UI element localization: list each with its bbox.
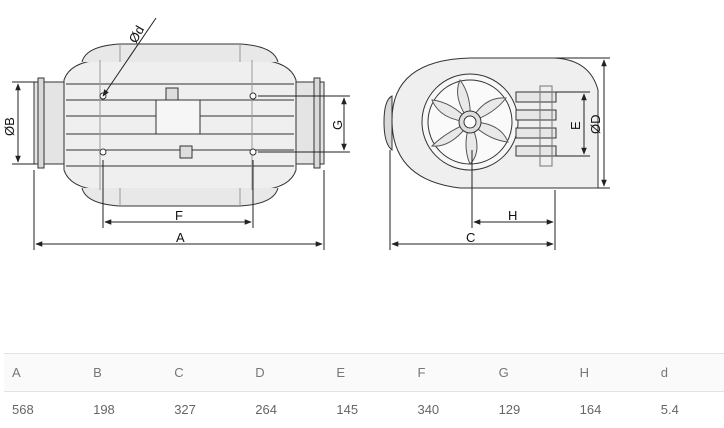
- side-view: [33, 43, 325, 207]
- table-row: 568 198 327 264 145 340 129 164 5.4: [4, 392, 724, 428]
- table-cell: 327: [174, 402, 196, 418]
- table-header: A: [12, 365, 21, 380]
- dimensions-table: A B C D E F G H d 568 198 327 264 145 34…: [4, 353, 724, 428]
- table-cell: 145: [336, 402, 359, 418]
- table-header: d: [660, 365, 668, 380]
- front-dimensions: [389, 57, 610, 250]
- label-H: H: [508, 208, 517, 223]
- label-E: E: [568, 121, 583, 130]
- table-header: G: [498, 365, 509, 380]
- table-cell: 340: [417, 402, 440, 418]
- label-F: F: [175, 208, 183, 223]
- table-header: D: [255, 365, 265, 380]
- table-cell: 198: [93, 402, 115, 418]
- table-cell: 5.4: [660, 402, 679, 418]
- table-cell: 568: [12, 402, 34, 418]
- fan-technical-drawing: Ød ØB G F A E ØD H C: [2, 17, 610, 250]
- table-header: H: [579, 365, 590, 380]
- side-dimensions: [12, 17, 350, 250]
- table-cell: 264: [255, 402, 277, 418]
- label-A: A: [176, 230, 185, 245]
- table-header: E: [336, 365, 346, 380]
- label-d: Ød: [126, 23, 148, 46]
- label-C: C: [466, 230, 475, 245]
- table-header: C: [174, 365, 184, 380]
- label-B: ØB: [2, 117, 17, 136]
- table-header-row: A B C D E F G H d: [4, 353, 724, 392]
- front-view: [383, 57, 599, 189]
- label-D: ØD: [588, 115, 603, 135]
- label-G: G: [330, 120, 345, 130]
- table-cell: 129: [498, 402, 521, 418]
- table-header: B: [93, 365, 102, 380]
- table-header: F: [417, 365, 426, 380]
- table-cell: 164: [579, 402, 602, 418]
